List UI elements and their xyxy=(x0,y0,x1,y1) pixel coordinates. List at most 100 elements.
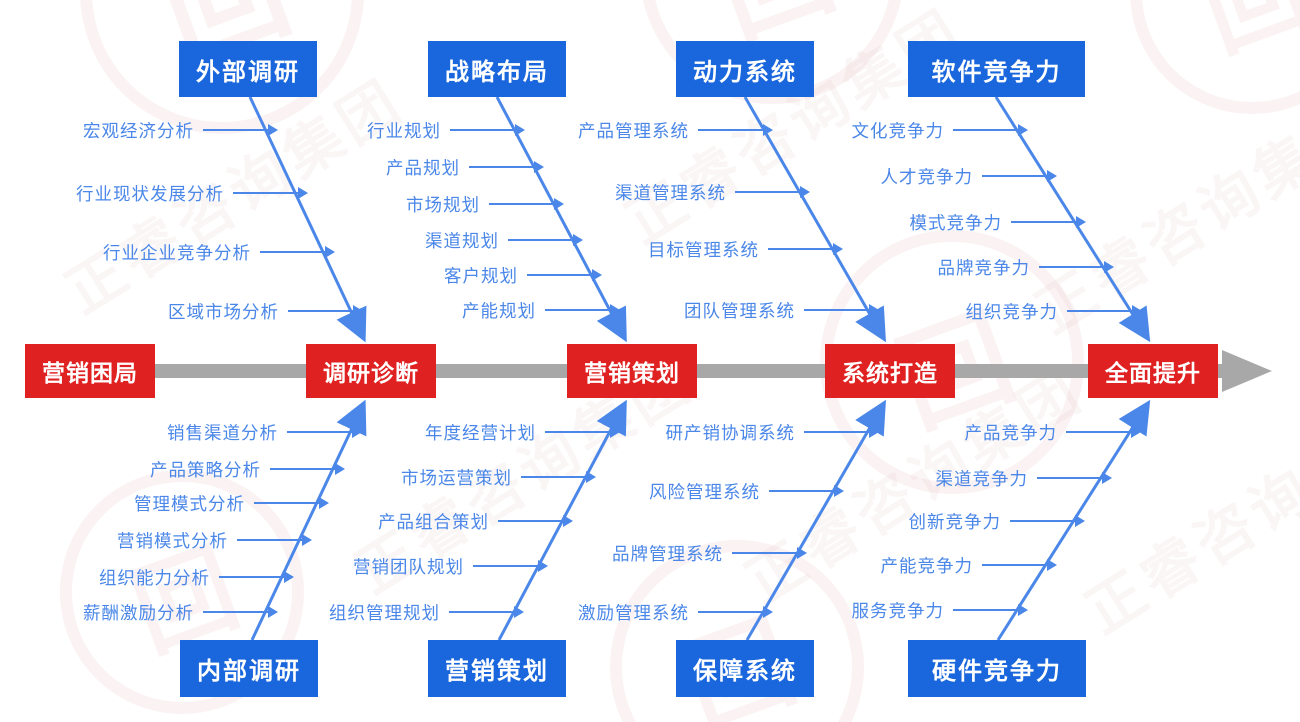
item-arrow-icon xyxy=(288,303,363,318)
item-arrow-icon xyxy=(768,241,843,256)
category-box-internal-research: 内部调研 xyxy=(180,640,318,697)
fishbone-item: 产品组合策划 xyxy=(378,509,573,533)
item-arrow-icon xyxy=(953,602,1028,617)
item-arrow-icon xyxy=(1010,513,1085,528)
stage-box-marketing-plan: 营销策划 xyxy=(567,344,697,398)
fishbone-item: 产能竞争力 xyxy=(881,553,1057,577)
item-arrow-icon xyxy=(489,196,564,211)
fishbone-item: 产品竞争力 xyxy=(965,420,1141,444)
fishbone-item: 文化竞争力 xyxy=(852,118,1028,142)
item-arrow-icon xyxy=(735,184,810,199)
fishbone-item: 销售渠道分析 xyxy=(167,420,362,444)
item-arrow-icon xyxy=(804,302,879,317)
item-arrow-icon xyxy=(769,483,844,498)
fishbone-item: 激励管理系统 xyxy=(578,600,773,624)
stage-box-overall-improvement: 全面提升 xyxy=(1088,344,1218,398)
item-arrow-icon xyxy=(698,604,773,619)
category-box-software-competitiveness: 软件竞争力 xyxy=(908,41,1085,97)
item-arrow-icon xyxy=(233,185,308,200)
bone-line-bottom-1 xyxy=(250,399,367,641)
item-arrow-icon xyxy=(237,532,312,547)
item-arrow-icon xyxy=(254,495,329,510)
fishbone-item: 组织竞争力 xyxy=(966,299,1142,323)
bone-line-bottom-3 xyxy=(745,399,887,641)
fishbone-item: 行业现状发展分析 xyxy=(76,181,308,205)
item-arrow-icon xyxy=(1067,303,1142,318)
category-box-power-system: 动力系统 xyxy=(676,41,814,97)
fishbone-item: 行业规划 xyxy=(367,118,525,142)
fishbone-item: 产品策略分析 xyxy=(150,457,345,481)
item-arrow-icon xyxy=(521,469,596,484)
stage-box-marketing-dilemma: 营销困局 xyxy=(25,344,155,398)
fishbone-item: 营销团队规划 xyxy=(353,554,548,578)
bone-line-top-3 xyxy=(743,96,886,343)
fishbone-item: 渠道竞争力 xyxy=(936,466,1112,490)
item-arrow-icon xyxy=(508,232,583,247)
item-arrow-icon xyxy=(953,122,1028,137)
bone-line-bottom-2 xyxy=(497,399,627,641)
stage-box-system-building: 系统打造 xyxy=(825,344,955,398)
category-box-hardware-competitiveness: 硬件竞争力 xyxy=(908,640,1086,697)
fishbone-item: 服务竞争力 xyxy=(852,598,1028,622)
fishbone-item: 行业企业竞争分析 xyxy=(103,240,335,264)
fishbone-item: 区域市场分析 xyxy=(168,299,363,323)
fishbone-item: 市场规划 xyxy=(406,192,564,216)
item-arrow-icon xyxy=(982,168,1057,183)
item-arrow-icon xyxy=(219,569,294,584)
fishbone-item: 管理模式分析 xyxy=(134,491,329,515)
fishbone-item: 模式竞争力 xyxy=(910,210,1086,234)
bone-line-top-1 xyxy=(248,96,367,343)
category-box-strategy-layout: 战略布局 xyxy=(428,41,566,97)
fishbone-item: 产能规划 xyxy=(462,298,620,322)
item-arrow-icon xyxy=(203,604,278,619)
item-arrow-icon xyxy=(545,424,620,439)
category-box-external-research: 外部调研 xyxy=(179,41,317,97)
item-arrow-icon xyxy=(698,122,773,137)
fishbone-item: 品牌竞争力 xyxy=(938,255,1114,279)
fishbone-item: 组织能力分析 xyxy=(99,565,294,589)
item-arrow-icon xyxy=(1011,214,1086,229)
fishbone-item: 研产销协调系统 xyxy=(666,420,879,444)
spine-arrowhead-icon xyxy=(1222,350,1272,392)
fishbone-item: 风险管理系统 xyxy=(649,479,844,503)
item-arrow-icon xyxy=(804,424,879,439)
item-arrow-icon xyxy=(982,557,1057,572)
item-arrow-icon xyxy=(545,302,620,317)
item-arrow-icon xyxy=(1037,470,1112,485)
fishbone-item: 营销模式分析 xyxy=(117,528,312,552)
bone-line-top-2 xyxy=(495,96,627,343)
item-arrow-icon xyxy=(527,267,602,282)
fishbone-item: 年度经营计划 xyxy=(425,420,620,444)
fishbone-item: 团队管理系统 xyxy=(684,298,879,322)
fishbone-item: 薪酬激励分析 xyxy=(83,600,278,624)
item-arrow-icon xyxy=(473,558,548,573)
item-arrow-icon xyxy=(732,545,807,560)
category-box-marketing-planning: 营销策划 xyxy=(428,640,566,697)
fishbone-item: 渠道管理系统 xyxy=(615,180,810,204)
bone-line-bottom-4 xyxy=(996,399,1151,641)
item-arrow-icon xyxy=(498,513,573,528)
fishbone-item: 创新竞争力 xyxy=(909,509,1085,533)
item-arrow-icon xyxy=(203,122,278,137)
item-arrow-icon xyxy=(449,604,524,619)
item-arrow-icon xyxy=(260,244,335,259)
category-box-guarantee-system: 保障系统 xyxy=(676,640,814,697)
fishbone-item: 产品管理系统 xyxy=(578,118,773,142)
fishbone-item: 客户规划 xyxy=(444,263,602,287)
item-arrow-icon xyxy=(1066,424,1141,439)
item-arrow-icon xyxy=(450,122,525,137)
item-arrow-icon xyxy=(270,461,345,476)
fishbone-item: 人才竞争力 xyxy=(881,164,1057,188)
item-arrow-icon xyxy=(1039,259,1114,274)
fishbone-item: 宏观经济分析 xyxy=(83,118,278,142)
fishbone-item: 目标管理系统 xyxy=(648,237,843,261)
stage-box-research-diagnosis: 调研诊断 xyxy=(306,344,436,398)
fishbone-item: 组织管理规划 xyxy=(329,600,524,624)
item-arrow-icon xyxy=(469,159,544,174)
fishbone-item: 产品规划 xyxy=(386,155,544,179)
fishbone-item: 品牌管理系统 xyxy=(612,541,807,565)
item-arrow-icon xyxy=(287,424,362,439)
fishbone-item: 市场运营策划 xyxy=(401,465,596,489)
bone-line-top-4 xyxy=(994,96,1151,343)
